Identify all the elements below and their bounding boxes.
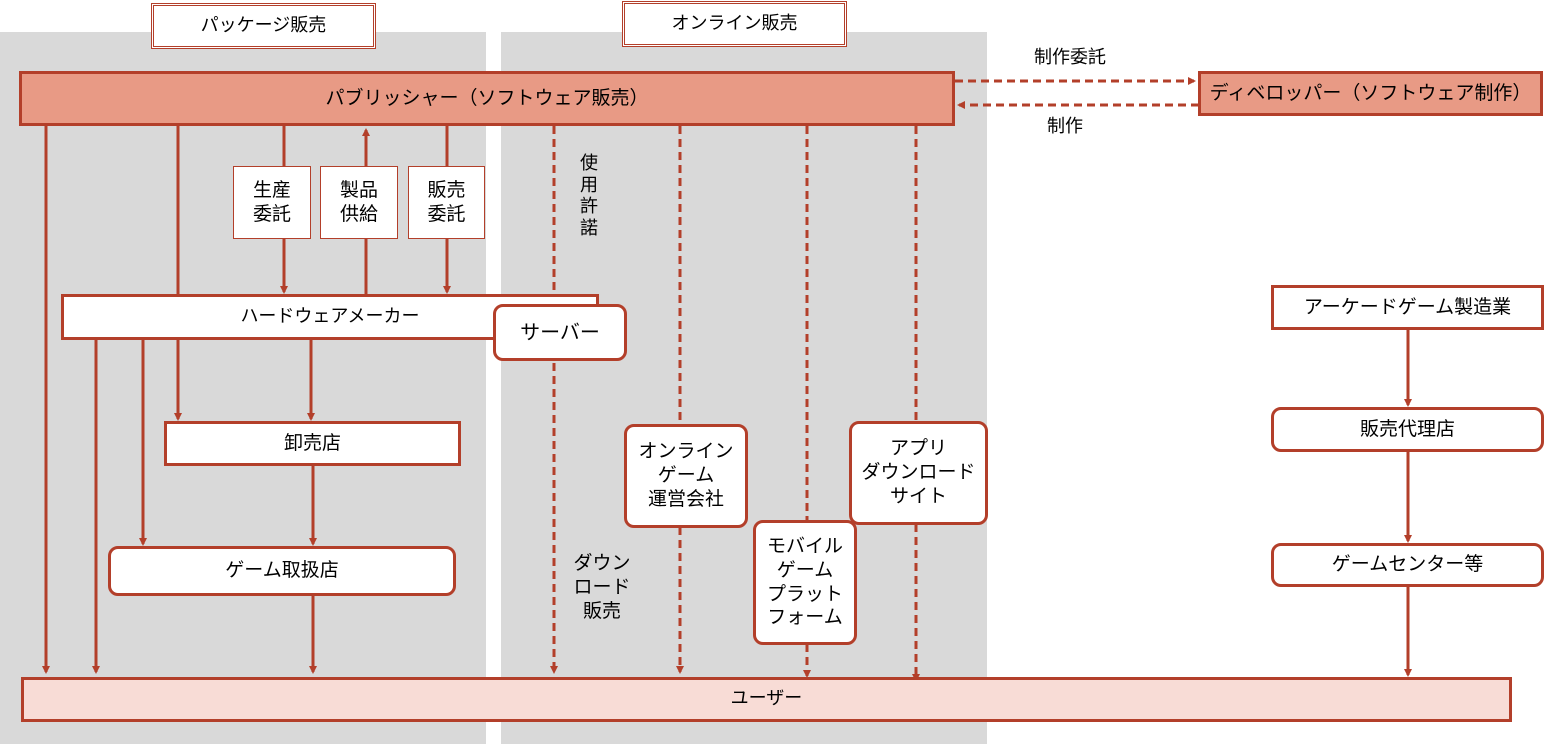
game-center-node: ゲームセンター等 — [1271, 543, 1544, 587]
sales-agent-node: 販売代理店 — [1271, 407, 1544, 452]
license-label: 使 用 許 諾 — [580, 153, 598, 239]
mobile-platform-node: モバイル ゲーム プラット フォーム — [753, 520, 857, 645]
production-commission-label: 生産 委託 — [233, 166, 311, 239]
package-sales-header: パッケージ販売 — [151, 3, 376, 49]
package-sales-region — [0, 32, 486, 744]
developer-node: ディベロッパー（ソフトウェア制作） — [1198, 71, 1543, 116]
product-supply-label: 製品 供給 — [320, 166, 398, 239]
publisher-node: パブリッシャー（ソフトウェア販売） — [19, 71, 955, 126]
online-operator-node: オンライン ゲーム 運営会社 — [624, 424, 748, 528]
dev-commission-label: 制作委託 — [1034, 47, 1106, 68]
game-shop-node: ゲーム取扱店 — [108, 546, 456, 596]
user-node: ユーザー — [21, 677, 1512, 722]
online-sales-region — [501, 32, 987, 744]
app-download-site-node: アプリ ダウンロード サイト — [849, 421, 988, 525]
online-sales-header: オンライン販売 — [622, 1, 847, 47]
server-node: サーバー — [493, 304, 627, 361]
sales-commission-label: 販売 委託 — [408, 166, 485, 239]
production-label: 制作 — [1047, 116, 1083, 137]
arcade-maker-node: アーケードゲーム製造業 — [1271, 285, 1544, 330]
download-sales-label: ダウン ロード 販売 — [573, 552, 631, 622]
wholesaler-node: 卸売店 — [164, 421, 461, 466]
